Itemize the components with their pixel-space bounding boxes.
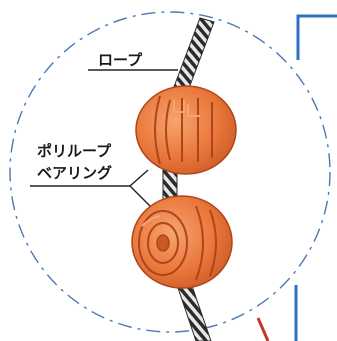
bearing-ring <box>165 99 171 161</box>
rope-segment-top <box>171 17 215 97</box>
bearing-label-group: ポリループ ベアリング <box>30 142 151 207</box>
bearing-body <box>135 85 237 175</box>
bearing-label-line1: ポリループ <box>37 142 112 160</box>
bearing-icon-upper <box>135 85 237 175</box>
bearing-highlight <box>141 215 161 227</box>
bearing-ring <box>209 209 217 277</box>
rope-label: ロープ <box>98 51 143 69</box>
accent-red-line <box>256 317 270 341</box>
bearing-highlight <box>173 100 185 113</box>
bearing-ring <box>195 205 204 281</box>
bearing-highlight <box>187 104 200 117</box>
bearing-body <box>131 195 233 289</box>
bearing-ring <box>154 95 161 165</box>
rope-label-group: ロープ <box>88 51 178 71</box>
bearing-hub <box>156 234 170 252</box>
frame-lines <box>256 14 337 341</box>
bearing-ring <box>147 222 179 264</box>
bearing-ring <box>138 210 188 276</box>
frame-line-top <box>296 14 337 60</box>
rope-icon <box>162 17 215 341</box>
magnifier-circle <box>9 11 331 333</box>
bearing-leader-line-lower <box>129 185 151 207</box>
bearing-leader-line-upper <box>129 169 149 187</box>
bearing-icon-lower <box>131 195 233 289</box>
bearing-label-line2: ベアリング <box>37 164 112 182</box>
